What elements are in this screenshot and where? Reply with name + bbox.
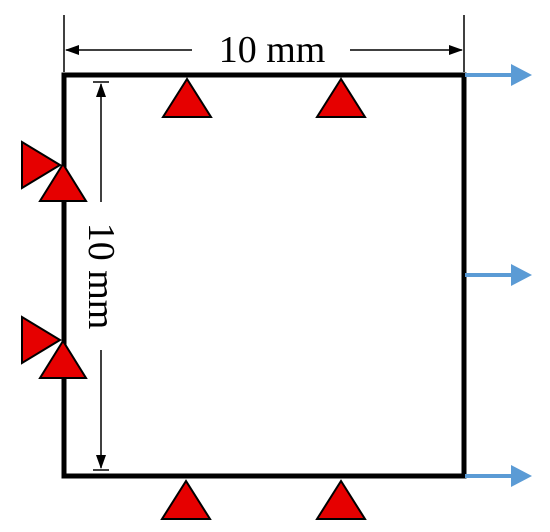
plate-outline bbox=[61, 72, 467, 479]
triangle-support-icon bbox=[161, 77, 213, 118]
triangle-support-icon bbox=[38, 162, 88, 202]
triangle-support-icon bbox=[21, 140, 62, 190]
triangle-support-icon bbox=[21, 315, 62, 365]
triangle-support-icon bbox=[315, 77, 367, 118]
triangle-support-icon bbox=[160, 479, 212, 520]
arrow-right-icon bbox=[465, 465, 532, 487]
triangle-support-icon bbox=[38, 339, 88, 379]
arrow-right-icon bbox=[465, 64, 532, 86]
triangle-support-icon bbox=[315, 479, 367, 520]
arrow-right-icon bbox=[465, 264, 532, 286]
top-dimension-label: 10 mm bbox=[219, 29, 326, 71]
side-dimension-label: 10 mm bbox=[80, 223, 122, 330]
